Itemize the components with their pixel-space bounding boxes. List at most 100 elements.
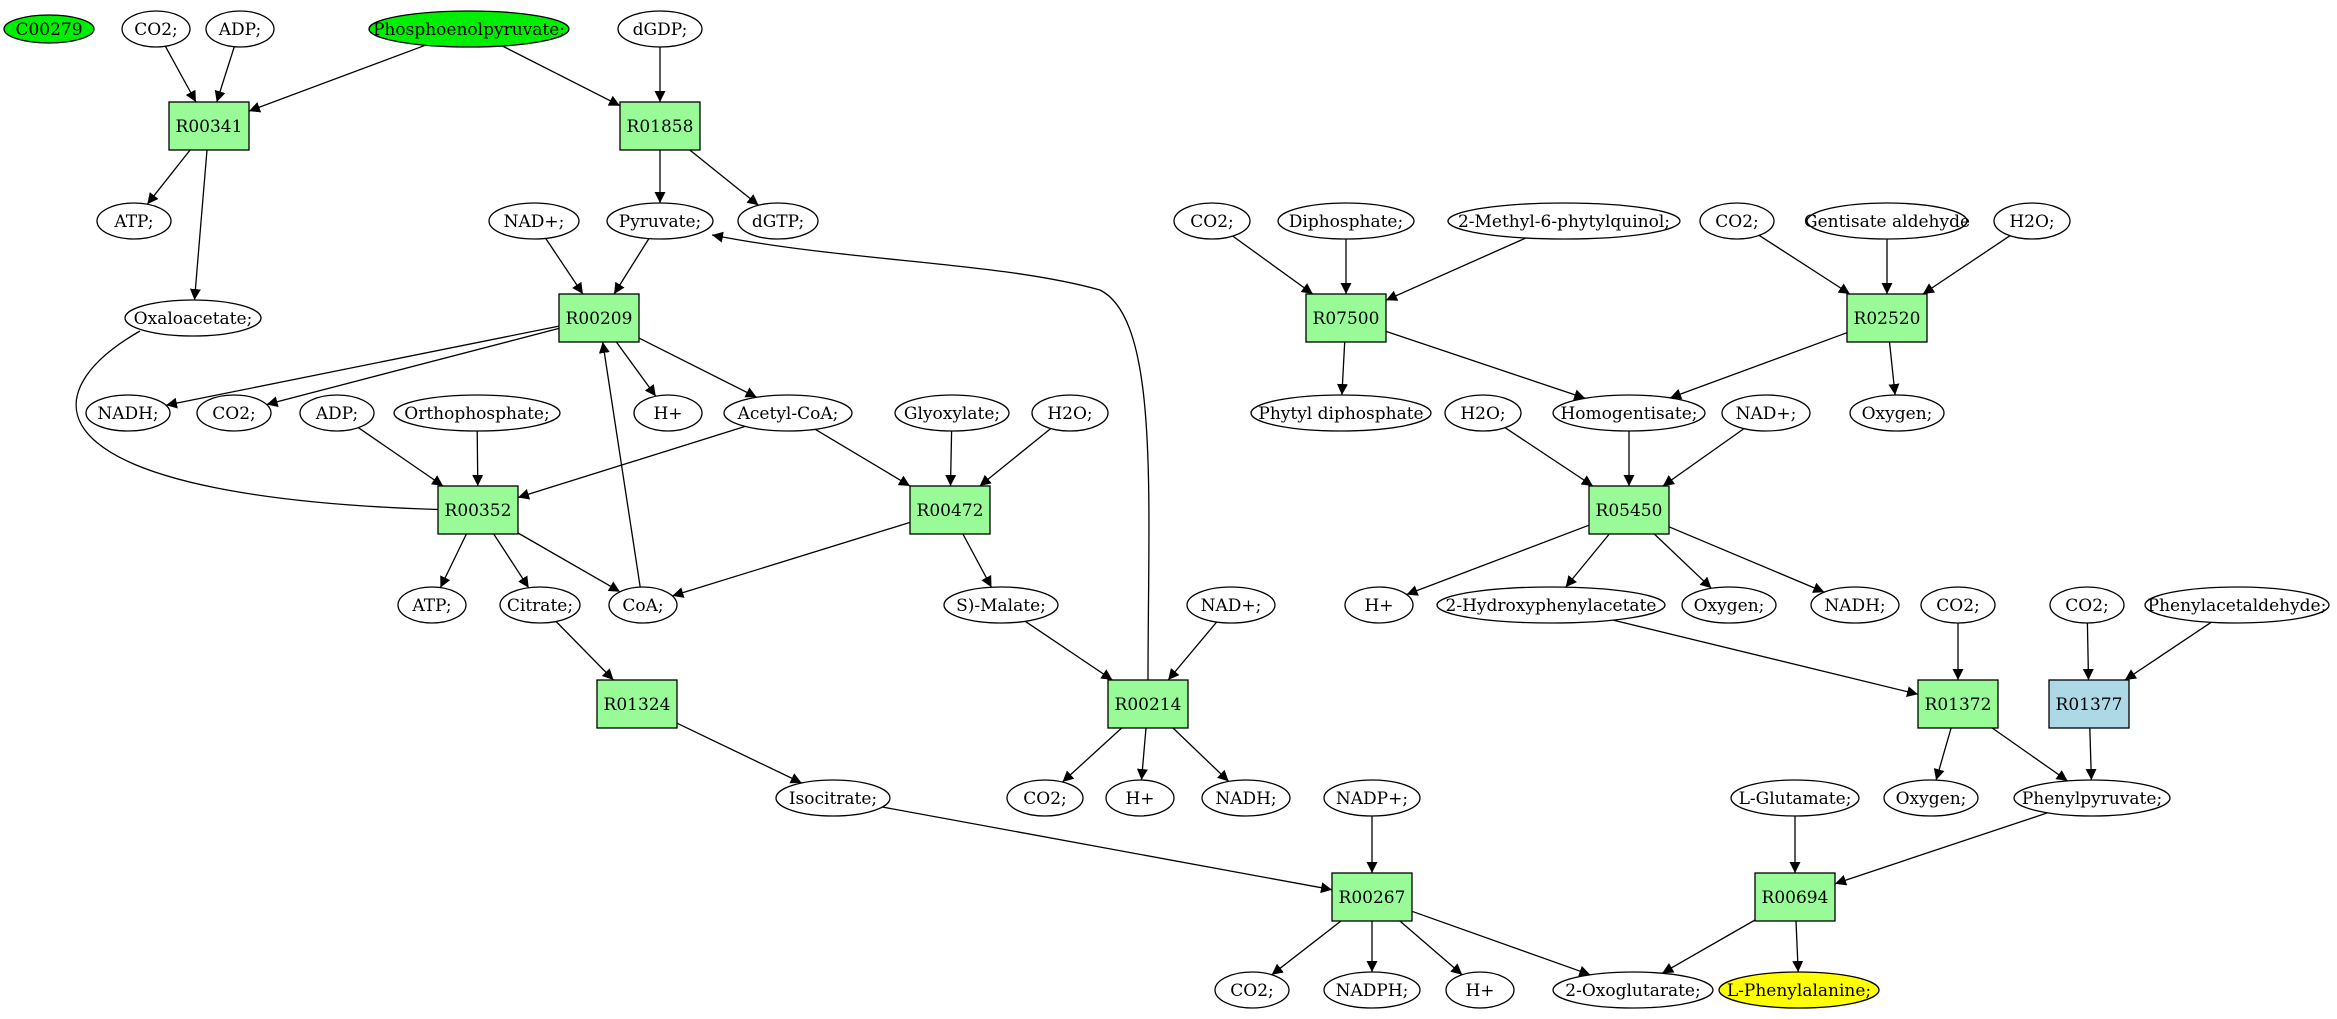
compound-node-lglutamate[interactable]: L-Glutamate; [1730, 779, 1860, 817]
compound-node-co2_a[interactable]: CO2; [121, 10, 191, 48]
compound-node-phenylacetaldehyde[interactable]: Phenylacetaldehyde; [2144, 586, 2330, 624]
compound-node-co2_c[interactable]: CO2; [1006, 779, 1084, 817]
compound-node-co2_g[interactable]: CO2; [1920, 586, 1996, 624]
reaction-node-R01372[interactable]: R01372 [1917, 679, 1999, 729]
compound-node-adp_a[interactable]: ADP; [205, 10, 275, 48]
reaction-node-R01377[interactable]: R01377 [2048, 679, 2130, 729]
reaction-box [1107, 679, 1189, 729]
compound-node-phenylpyruvate[interactable]: Phenylpyruvate; [2013, 779, 2171, 817]
edge-R01377-to-phenylpyruvate [2085, 727, 2097, 781]
compound-node-oxaloacetate[interactable]: Oxaloacetate; [124, 299, 262, 337]
edge-co2_f-to-R02520 [1758, 234, 1851, 295]
reaction-node-R00267[interactable]: R00267 [1331, 872, 1413, 922]
compound-node-hplus_b[interactable]: H+ [1105, 779, 1175, 817]
reaction-node-R01324[interactable]: R01324 [596, 679, 678, 729]
compound-node-dgtp[interactable]: dGTP; [737, 202, 819, 240]
compound-node-co2_f[interactable]: CO2; [1699, 202, 1775, 240]
compound-node-oxygen_b[interactable]: Oxygen; [1681, 586, 1777, 624]
compound-node-methylphytyl[interactable]: 2-Methyl-6-phytylquinol; [1447, 202, 1681, 240]
reaction-node-R00341[interactable]: R00341 [168, 101, 250, 151]
compound-node-oxoglutarate[interactable]: 2-Oxoglutarate; [1552, 971, 1714, 1009]
compound-node-adp_b[interactable]: ADP; [299, 394, 375, 432]
node-label: Phosphoenolpyruvate; [373, 20, 565, 40]
compound-node-nadh_b[interactable]: NADH; [1201, 779, 1291, 817]
compound-node-oxygen_c[interactable]: Oxygen; [1883, 779, 1979, 817]
compound-ellipse [1323, 779, 1421, 817]
compound-ellipse [96, 202, 172, 240]
compound-node-nadp_b[interactable]: NAD+; [1186, 586, 1276, 624]
compound-node-nadh_a[interactable]: NADH; [85, 394, 171, 432]
node-label: Oxygen; [1862, 404, 1933, 424]
compound-node-oxygen_a[interactable]: Oxygen; [1849, 394, 1945, 432]
compound-node-nadpplus[interactable]: NADP+; [1323, 779, 1421, 817]
compound-ellipse [1849, 394, 1945, 432]
reaction-node-R00209[interactable]: R00209 [558, 293, 640, 343]
reaction-node-R00694[interactable]: R00694 [1754, 872, 1836, 922]
reaction-node-R02520[interactable]: R02520 [1846, 293, 1928, 343]
compound-node-smalate[interactable]: S)-Malate; [943, 586, 1059, 624]
reaction-node-R00472[interactable]: R00472 [909, 485, 991, 535]
compound-node-orthophosphate[interactable]: Orthophosphate; [393, 394, 561, 432]
compound-node-isocitrate[interactable]: Isocitrate; [775, 779, 891, 817]
compound-node-nadp_c[interactable]: NAD+; [1721, 394, 1811, 432]
compound-node-dgdp[interactable]: dGDP; [617, 10, 703, 48]
node-label: R02520 [1854, 309, 1921, 329]
edge-h2o_c-to-R05450 [1504, 427, 1594, 487]
compound-node-nadph[interactable]: NADPH; [1323, 971, 1421, 1009]
reaction-node-R05450[interactable]: R05450 [1588, 485, 1670, 535]
compound-node-coa[interactable]: CoA; [608, 586, 678, 624]
reaction-node-R00352[interactable]: R00352 [437, 485, 519, 535]
reaction-box [596, 679, 678, 729]
compound-node-citrate[interactable]: Citrate; [499, 586, 581, 624]
compound-node-diphosphate[interactable]: Diphosphate; [1277, 202, 1415, 240]
compound-ellipse [1721, 394, 1811, 432]
compound-node-hplus_d[interactable]: H+ [1344, 586, 1414, 624]
node-label: Oxygen; [1694, 596, 1765, 616]
compound-ellipse [1993, 202, 2071, 240]
compound-node-hplus_c[interactable]: H+ [1445, 971, 1515, 1009]
compound-node-C00279[interactable]: C00279 [3, 14, 95, 44]
compound-node-phytyldp[interactable]: Phytyl diphosphate [1250, 394, 1432, 432]
compound-node-h2o_a[interactable]: H2O; [1031, 394, 1109, 432]
reaction-node-R01858[interactable]: R01858 [619, 101, 701, 151]
compound-node-lphenylalanine[interactable]: L-Phenylalanine; [1718, 971, 1880, 1009]
compound-ellipse [121, 10, 191, 48]
edge-co2_a-to-R00341 [164, 45, 197, 103]
edge-R00352-to-coa [517, 532, 621, 593]
reaction-box [1754, 872, 1836, 922]
compound-node-hplus_a[interactable]: H+ [633, 394, 703, 432]
compound-node-co2_h[interactable]: CO2; [2049, 586, 2125, 624]
reaction-node-R07500[interactable]: R07500 [1305, 293, 1387, 343]
reaction-node-R00214[interactable]: R00214 [1107, 679, 1189, 729]
compound-ellipse [723, 394, 853, 432]
node-label: H2O; [1460, 404, 1505, 424]
compound-node-h2o_b[interactable]: H2O; [1993, 202, 2071, 240]
compound-node-nadp_a[interactable]: NAD+; [488, 202, 580, 240]
compound-node-co2_e[interactable]: CO2; [1173, 202, 1251, 240]
compound-node-h2o_c[interactable]: H2O; [1444, 394, 1522, 432]
node-label: dGTP; [752, 212, 804, 232]
compound-node-co2_b[interactable]: CO2; [196, 394, 272, 432]
compound-ellipse [1344, 586, 1414, 624]
compound-node-pyruvate[interactable]: Pyruvate; [606, 202, 714, 240]
compound-node-atp_a[interactable]: ATP; [96, 202, 172, 240]
compound-node-atp_b[interactable]: ATP; [397, 586, 467, 624]
edge-R00267-to-co2_d [1271, 920, 1342, 976]
compound-node-glyoxylate[interactable]: Glyoxylate; [894, 394, 1010, 432]
reaction-box [2048, 679, 2130, 729]
compound-ellipse [2013, 779, 2171, 817]
compound-node-co2_d[interactable]: CO2; [1214, 971, 1290, 1009]
compound-node-acetylcoa[interactable]: Acetyl-CoA; [723, 394, 853, 432]
compound-node-homogentisate[interactable]: Homogentisate; [1552, 394, 1706, 432]
compound-ellipse [1173, 202, 1251, 240]
compound-node-nadh_c[interactable]: NADH; [1810, 586, 1900, 624]
edge-adp_b-to-R00352 [358, 427, 444, 487]
node-label: R01372 [1925, 695, 1992, 715]
edge-R00352-to-citrate [493, 533, 530, 589]
compound-ellipse [368, 10, 570, 48]
node-label: R00352 [445, 501, 512, 521]
compound-node-pep[interactable]: Phosphoenolpyruvate; [368, 10, 570, 48]
compound-node-gentisate[interactable]: Gentisate aldehyde [1804, 202, 1970, 240]
compound-node-hydroxyphenylacetate[interactable]: 2-Hydroxyphenylacetate [1436, 586, 1666, 624]
